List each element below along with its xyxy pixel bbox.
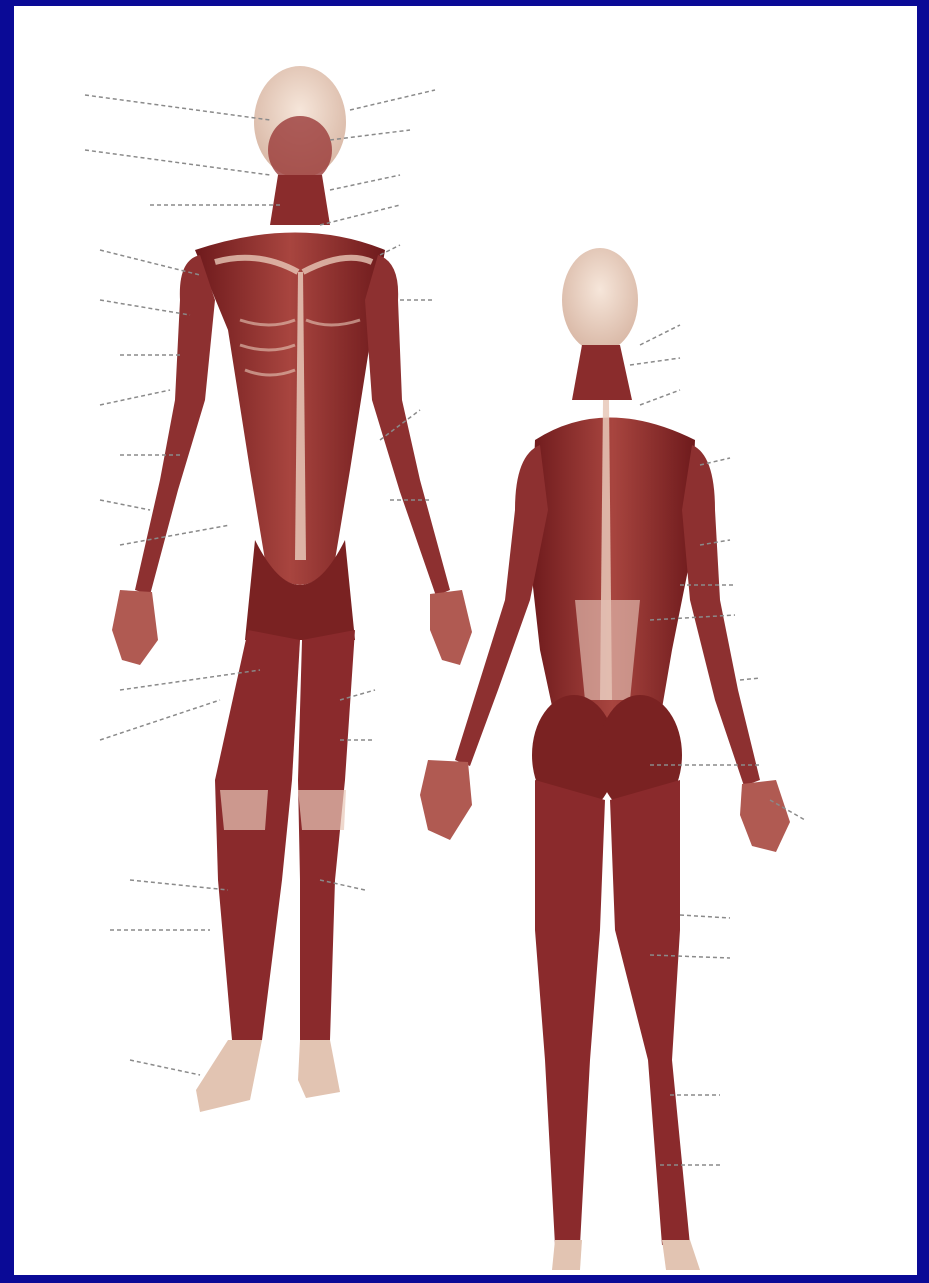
anterior-hand-right [430,590,472,665]
anterior-foot-left [196,1040,262,1112]
posterior-foot-right [662,1240,700,1270]
anterior-leg-left [215,630,300,1040]
anterior-torso [195,233,385,586]
posterior-neck [572,345,632,400]
posterior-hand-right [740,780,790,852]
anterior-leg-right [298,630,355,1040]
anterior-knee-right [298,790,346,830]
anterior-arm-right [365,255,450,596]
posterior-leg-left [535,780,605,1245]
posterior-foot-left [552,1240,582,1270]
posterior-lumbar-fascia [575,600,640,700]
posterior-hand-left [420,760,472,840]
posterior-figure [420,248,790,1270]
posterior-leg-right [610,780,690,1245]
anterior-foot-right [298,1040,340,1098]
posterior-arm-left [455,445,548,766]
anterior-hand-left [112,590,158,665]
anterior-knee-left [220,790,268,830]
anterior-face-muscle [268,116,332,184]
anterior-neck [270,175,330,225]
posterior-head [562,248,638,352]
anterior-figure [112,66,472,1112]
anterior-arm-left [135,255,215,595]
